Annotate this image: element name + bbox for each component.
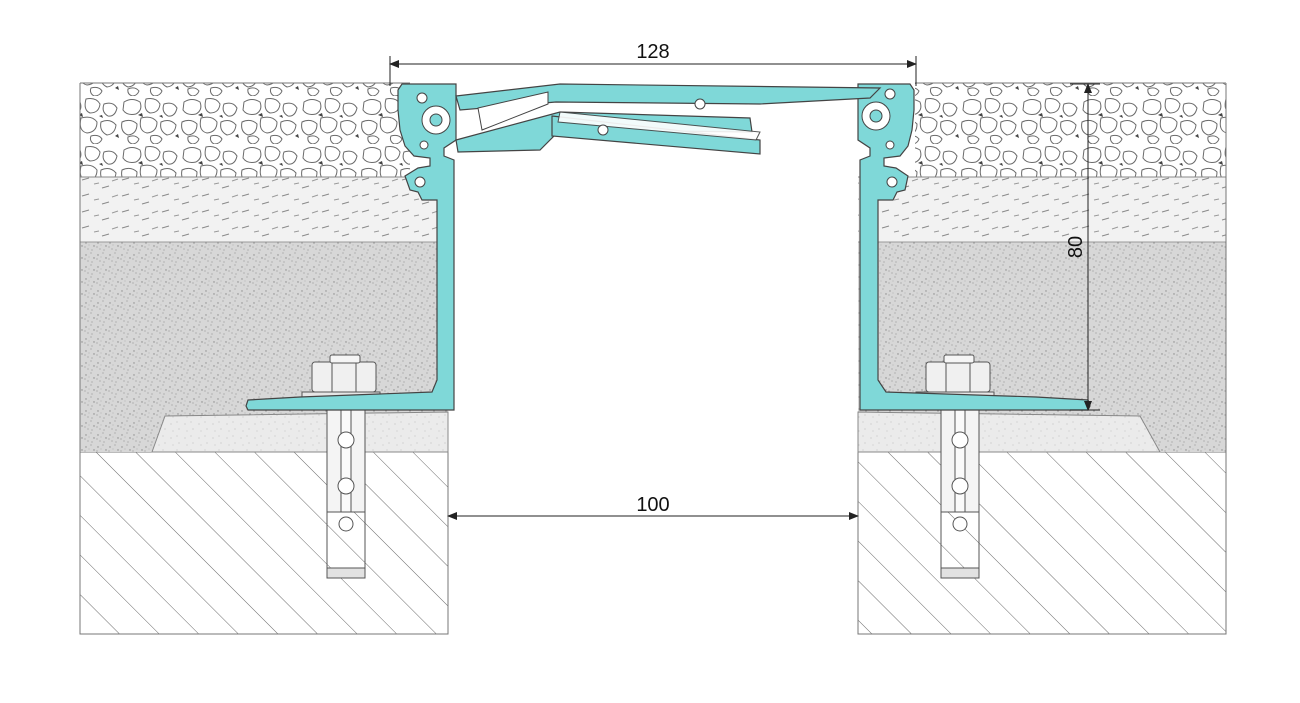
right-anchor-plug	[940, 511, 980, 569]
left-base-layer	[79, 451, 449, 635]
left-anchor-bolt	[301, 354, 381, 579]
dimension-100-label: 100	[636, 494, 669, 516]
right-stone-layer	[915, 83, 1226, 177]
left-profile	[245, 83, 457, 411]
left-slab	[79, 82, 449, 635]
left-stone-layer	[80, 83, 410, 177]
dimension-100: 100	[447, 494, 859, 520]
dimension-80-label: 80	[1065, 236, 1087, 258]
right-hex-nut	[925, 361, 991, 393]
cover-plate	[455, 83, 882, 155]
right-mortar-bed	[857, 411, 1161, 453]
left-hex-nut	[311, 361, 377, 393]
right-slab	[857, 82, 1227, 635]
dimension-128-label: 128	[636, 41, 669, 63]
right-base-layer	[857, 451, 1227, 635]
dimension-80: 80	[1065, 83, 1100, 411]
right-profile	[857, 83, 1091, 411]
dimension-128: 128	[389, 41, 917, 86]
left-mortar-bed	[151, 411, 449, 453]
left-screed-layer	[80, 177, 448, 242]
right-anchor-bolt	[915, 354, 995, 579]
right-screed-layer	[858, 177, 1226, 242]
